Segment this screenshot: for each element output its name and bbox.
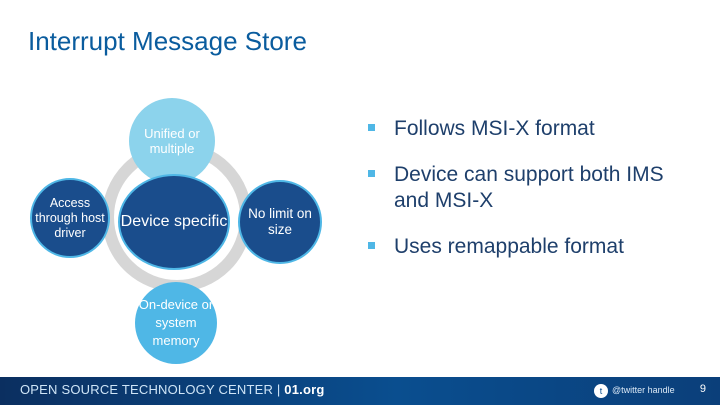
bullet-list: Follows MSI-X format Device can support … xyxy=(368,116,688,280)
bullet-square-icon xyxy=(368,170,375,177)
bullet-text: Follows MSI-X format xyxy=(394,117,595,140)
bullet-item: Follows MSI-X format xyxy=(368,116,688,142)
bullet-text: Device can support both IMS and MSI-X xyxy=(394,163,664,212)
bubble-left-label: Access through host driver xyxy=(35,195,105,240)
bullet-square-icon xyxy=(368,242,375,249)
bubble-right-label: No limit on size xyxy=(248,206,312,237)
bullet-item: Device can support both IMS and MSI-X xyxy=(368,162,688,214)
footer-brand-main: OPEN SOURCE TECHNOLOGY CENTER xyxy=(20,382,274,397)
bubble-on-device-or-system-memory: On-device or system memory xyxy=(135,282,217,364)
bubble-bottom-label: On-device or system memory xyxy=(138,297,214,348)
bullet-square-icon xyxy=(368,124,375,131)
twitter-icon: t xyxy=(594,384,608,398)
footer-brand-site: 01.org xyxy=(284,382,325,397)
bubble-top-label: Unified or multiple xyxy=(144,126,200,156)
bullet-text: Uses remappable format xyxy=(394,235,624,258)
bubble-device-specific: Device specific xyxy=(118,174,230,270)
twitter-handle: @twitter handle xyxy=(612,385,675,395)
slide-title: Interrupt Message Store xyxy=(28,26,307,56)
page-number: 9 xyxy=(699,383,706,395)
footer-bar: OPEN SOURCE TECHNOLOGY CENTER | 01.org t… xyxy=(0,377,720,405)
footer-divider: | xyxy=(276,382,285,397)
bubble-access-through-host-driver: Access through host driver xyxy=(30,178,110,258)
footer-brand: OPEN SOURCE TECHNOLOGY CENTER | 01.org xyxy=(20,382,325,397)
bubble-no-limit-on-size: No limit on size xyxy=(238,180,322,264)
bubble-unified-or-multiple: Unified or multiple xyxy=(129,98,215,184)
bubble-center-label: Device specific xyxy=(120,213,228,230)
bullet-item: Uses remappable format xyxy=(368,234,688,260)
